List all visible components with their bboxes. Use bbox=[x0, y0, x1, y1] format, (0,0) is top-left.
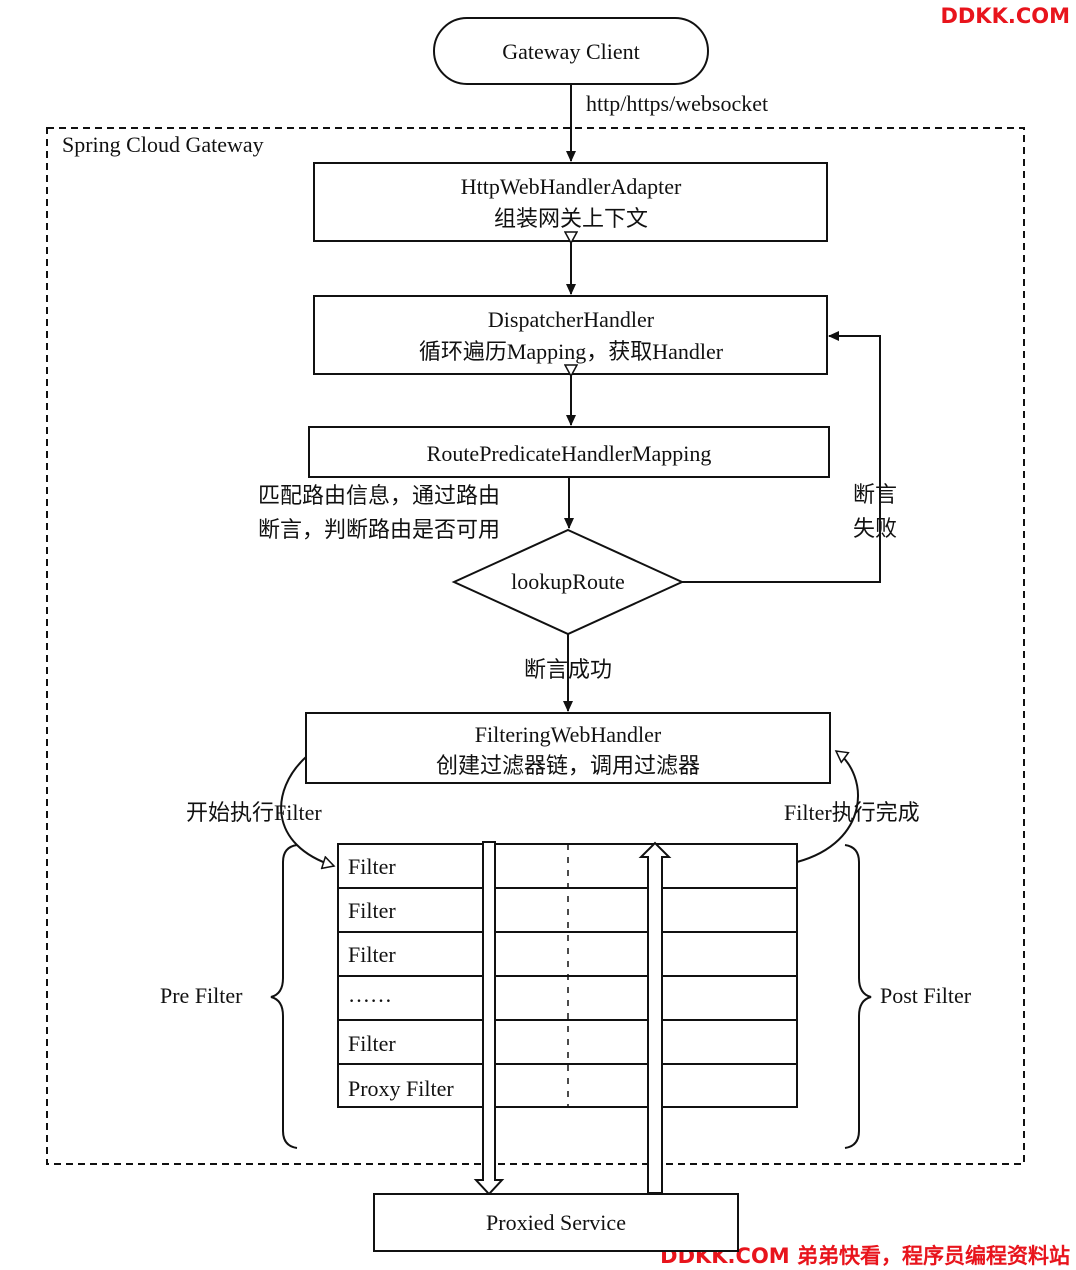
dispatcher-box bbox=[313, 295, 828, 375]
fail-note-line2: 失败 bbox=[853, 516, 897, 541]
dispatcher-title: DispatcherHandler bbox=[488, 307, 655, 332]
protocol-label: http/https/websocket bbox=[586, 91, 768, 116]
match-note-line2: 断言，判断路由是否可用 bbox=[258, 517, 500, 542]
adapter-title: HttpWebHandlerAdapter bbox=[461, 174, 682, 199]
post-filter-label: Post Filter bbox=[880, 983, 972, 1008]
filtering-subtitle: 创建过滤器链，调用过滤器 bbox=[436, 753, 700, 778]
gateway-container bbox=[46, 127, 1025, 1165]
fail-note-line1: 断言 bbox=[853, 482, 897, 507]
filter-row-label: Filter bbox=[348, 854, 396, 879]
done-filter-curve-arrow bbox=[796, 751, 859, 863]
success-note: 断言成功 bbox=[524, 657, 612, 682]
filtering-box bbox=[305, 712, 831, 784]
post-filter-flow-arrow bbox=[638, 841, 672, 1194]
filtering-title: FilteringWebHandler bbox=[475, 722, 662, 747]
proxy-filter-label: Proxy Filter bbox=[348, 1076, 454, 1101]
pre-filter-brace bbox=[270, 844, 298, 1149]
mapping-title: RoutePredicateHandlerMapping bbox=[427, 441, 712, 466]
dispatcher-subtitle: 循环遍历Mapping，获取Handler bbox=[419, 339, 724, 364]
proxied-service-label: Proxied Service bbox=[486, 1210, 626, 1235]
predicate-fail-loop-arrow bbox=[682, 331, 881, 583]
gateway-client-label: Gateway Client bbox=[502, 39, 639, 64]
done-filter-label: Filter执行完成 bbox=[784, 800, 920, 825]
adapter-box bbox=[313, 162, 828, 242]
filter-row-label: Filter bbox=[348, 942, 396, 967]
proxied-service-box bbox=[373, 1193, 739, 1252]
filter-row-label: Filter bbox=[348, 898, 396, 923]
start-filter-curve-arrow bbox=[280, 756, 334, 866]
post-filter-brace bbox=[844, 844, 872, 1149]
match-note-line1: 匹配路由信息，通过路由 bbox=[258, 483, 500, 508]
watermark-top: DDKK.COM bbox=[940, 4, 1070, 28]
filter-row-label: …… bbox=[348, 982, 392, 1007]
start-filter-label: 开始执行Filter bbox=[186, 800, 322, 825]
pre-filter-flow-arrow bbox=[473, 841, 505, 1196]
lookup-route-label: lookupRoute bbox=[511, 569, 625, 594]
container-label: Spring Cloud Gateway bbox=[62, 132, 264, 157]
filter-chain-table bbox=[337, 843, 798, 1108]
adapter-subtitle: 组装网关上下文 bbox=[494, 206, 648, 231]
mapping-box bbox=[308, 426, 830, 478]
pre-filter-label: Pre Filter bbox=[160, 983, 243, 1008]
filter-row-label: Filter bbox=[348, 1031, 396, 1056]
